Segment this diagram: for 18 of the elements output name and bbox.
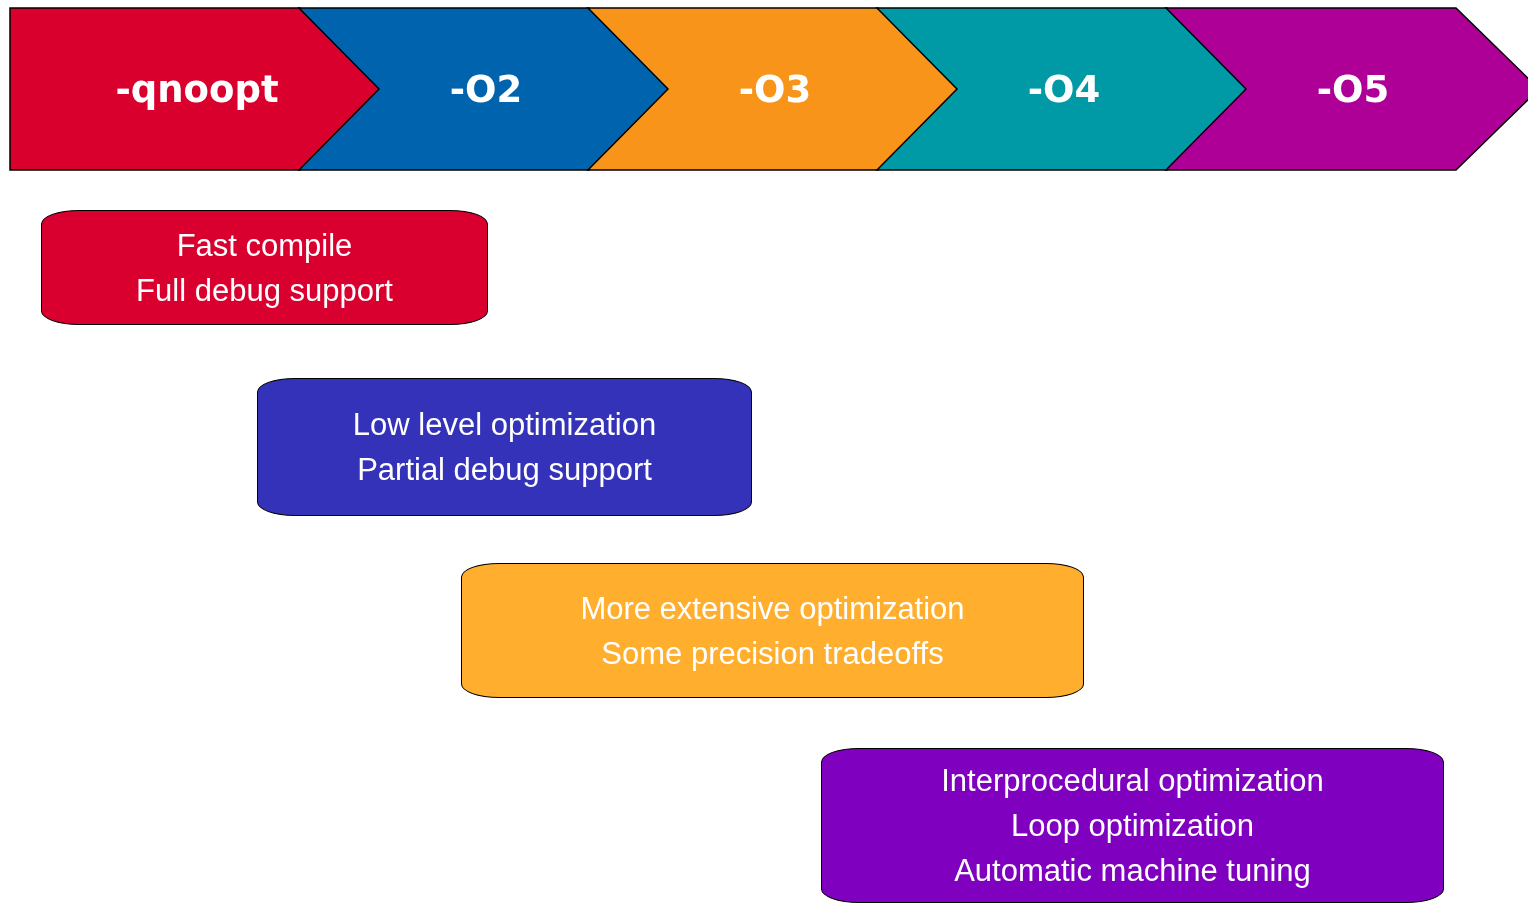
info-text: Some precision tradeoffs [601, 634, 944, 673]
info-box [461, 563, 1084, 698]
info-box [257, 378, 752, 516]
option-label: -O3 [738, 67, 812, 111]
info-text: Fast compile [176, 226, 353, 265]
info-text: Automatic machine tuning [954, 852, 1311, 890]
info-text: Interprocedural optimization [941, 762, 1324, 800]
info-text: Full debug support [136, 271, 393, 310]
option-label: -O4 [1027, 67, 1101, 111]
info-text: Low level optimization [352, 406, 657, 444]
info-box [41, 210, 488, 325]
info-text: Partial debug support [357, 451, 652, 489]
info-box [821, 748, 1444, 903]
option-label: -O2 [449, 67, 523, 111]
option-label: -qnoopt [115, 67, 279, 111]
option-label: -O5 [1316, 67, 1390, 111]
info-text: More extensive optimization [580, 589, 965, 628]
info-text: Loop optimization [1011, 807, 1254, 845]
